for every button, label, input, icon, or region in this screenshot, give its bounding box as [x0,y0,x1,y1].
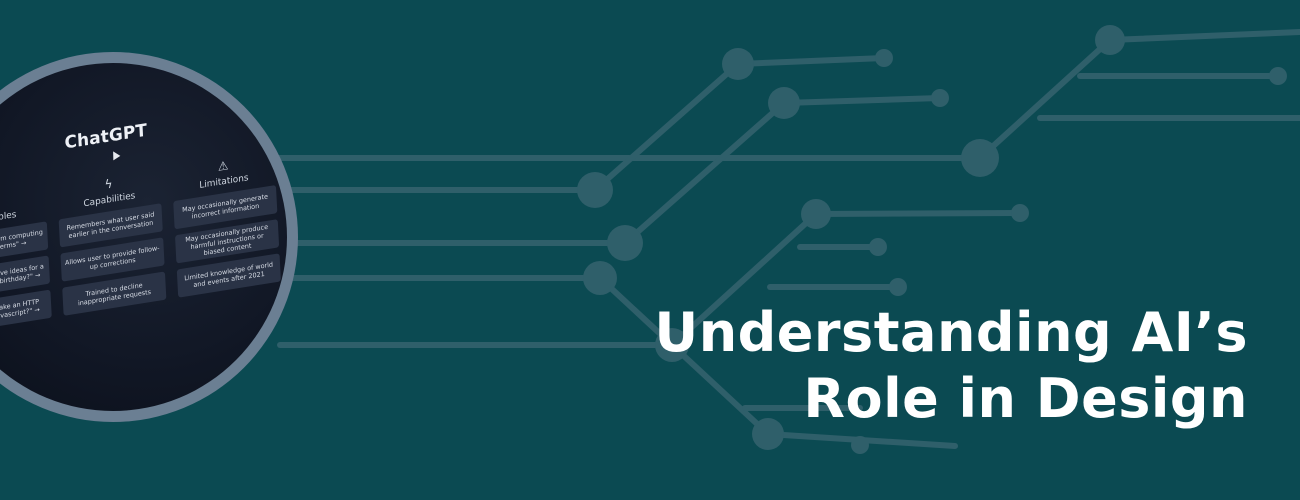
headline-line-1: Understanding AI’s [654,301,1248,364]
banner-headline: Understanding AI’s Role in Design [654,300,1248,432]
mouse-cursor-icon [109,149,121,161]
chatgpt-screen-photo: ChatGPT ☼ Examples "Explain quantum comp… [0,63,287,411]
chatgpt-title: ChatGPT [64,120,148,154]
examples-column: ☼ Examples "Explain quantum computing in… [0,187,52,340]
example-card: "How do I make an HTTP request in Javasc… [0,289,52,334]
capabilities-column: ϟ Capabilities Remembers what user said … [57,169,167,322]
chatgpt-start-screen: ChatGPT ☼ Examples "Explain quantum comp… [0,68,287,398]
photo-circle-frame: ChatGPT ☼ Examples "Explain quantum comp… [0,52,298,422]
limitations-column: ⚠ Limitations May occasionally generate … [171,151,281,304]
headline-line-2: Role in Design [803,367,1248,430]
